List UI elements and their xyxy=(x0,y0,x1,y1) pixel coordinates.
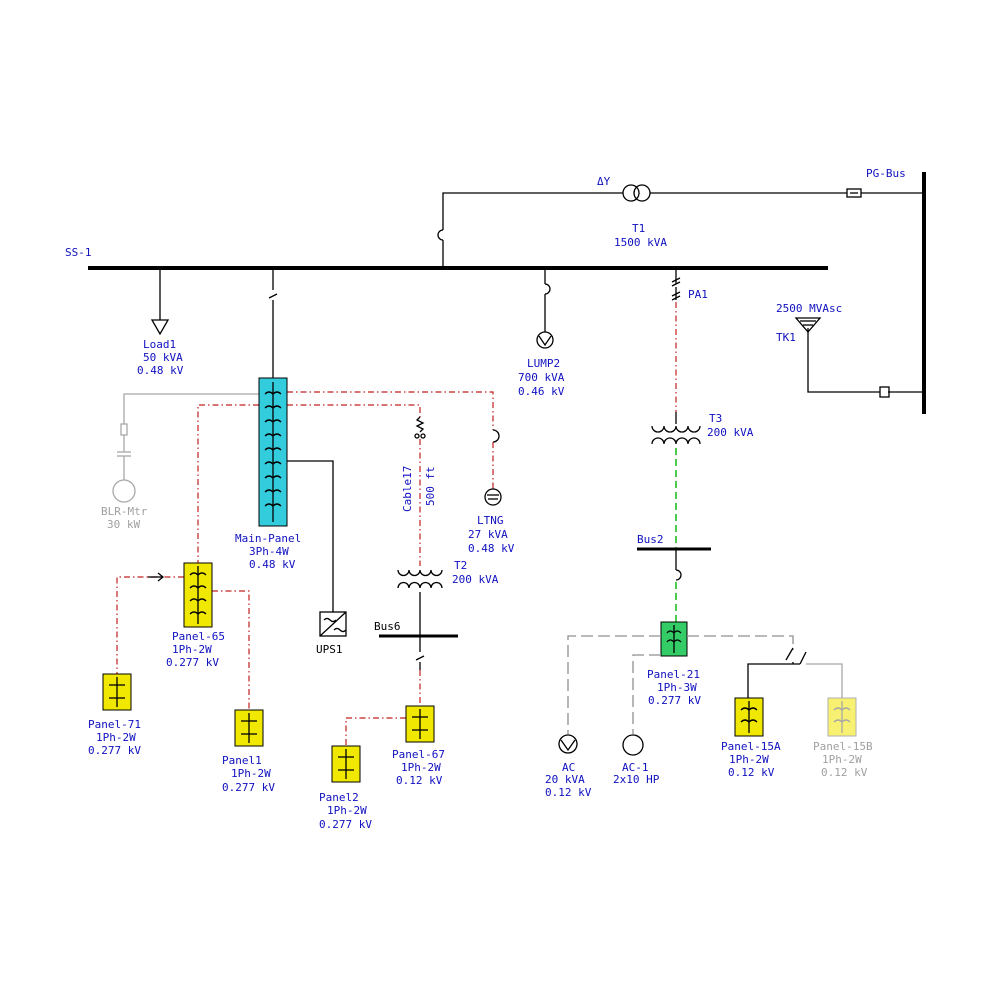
panel21-phase: 1Ph-3W xyxy=(657,681,697,694)
panel2-voltage: 0.277 kV xyxy=(319,818,372,831)
transformer-t1[interactable] xyxy=(437,184,924,268)
ac1-name: AC-1 xyxy=(622,761,649,774)
switch-panel15[interactable] xyxy=(747,647,843,698)
cable17-name: Cable17 xyxy=(401,466,414,512)
panel1-voltage: 0.277 kV xyxy=(222,781,275,794)
ltng-rating: 27 kVA xyxy=(468,528,508,541)
main-panel-phase: 3Ph-4W xyxy=(249,545,289,558)
cable17[interactable] xyxy=(414,416,426,566)
panel71-name: Panel-71 xyxy=(88,718,141,731)
panel2-name: Panel2 xyxy=(319,791,359,804)
main-panel-name: Main-Panel xyxy=(235,532,301,545)
panel-15b-breakers-icon xyxy=(833,701,851,733)
load-arrow-icon xyxy=(150,319,170,336)
utility-icon xyxy=(794,317,822,333)
panel15a-phase: 1Ph-2W xyxy=(729,753,769,766)
panel67-voltage: 0.12 kV xyxy=(396,774,443,787)
panel65-name: Panel-65 xyxy=(172,630,225,643)
blr-mtr-rating: 30 kW xyxy=(107,518,140,531)
motor-icon xyxy=(112,479,136,503)
cable17-length: 500 ft xyxy=(424,466,437,506)
panel21-feeders xyxy=(567,635,794,734)
t1-name-label: T1 xyxy=(632,222,645,235)
bus6-label: Bus6 xyxy=(374,620,401,633)
panel65-phase: 1Ph-2W xyxy=(172,643,212,656)
panel-2-breakers-icon xyxy=(338,749,354,779)
panel65-feeders xyxy=(116,576,250,710)
t1-winding-label: ΔY xyxy=(597,175,611,188)
panel15b-voltage: 0.12 kV xyxy=(821,766,868,779)
load1-voltage: 0.48 kV xyxy=(137,364,184,377)
ltng-voltage: 0.48 kV xyxy=(468,542,515,555)
transformer-t2[interactable] xyxy=(397,569,443,636)
tk1-rating-label: 2500 MVAsc xyxy=(776,302,842,315)
panel1-phase: 1Ph-2W xyxy=(231,767,271,780)
tk1-name-label: TK1 xyxy=(776,331,796,344)
panel-21-breakers-icon xyxy=(666,625,682,653)
main-panel-voltage: 0.48 kV xyxy=(249,558,296,571)
ac-load[interactable] xyxy=(558,734,578,754)
feeder-panel21[interactable] xyxy=(675,549,682,622)
panel21-name: Panel-21 xyxy=(647,668,700,681)
switch-panel71[interactable] xyxy=(148,572,165,582)
t3-name: T3 xyxy=(709,412,722,425)
panel65-voltage: 0.277 kV xyxy=(166,656,219,669)
bus-ss1-label: SS-1 xyxy=(65,246,92,259)
pa1-label: PA1 xyxy=(688,288,708,301)
panel67-phase: 1Ph-2W xyxy=(401,761,441,774)
panel15a-name: Panel-15A xyxy=(721,740,781,753)
lump2[interactable] xyxy=(536,268,554,349)
transformer-t3[interactable] xyxy=(651,412,701,549)
t2-name: T2 xyxy=(454,559,467,572)
t3-rating: 200 kVA xyxy=(707,426,754,439)
blr-mtr-name: BLR-Mtr xyxy=(101,505,148,518)
blr-mtr[interactable] xyxy=(112,393,259,503)
panel71-voltage: 0.277 kV xyxy=(88,744,141,757)
feeder-pa1[interactable] xyxy=(671,268,681,412)
ac1-rating: 2x10 HP xyxy=(613,773,660,786)
panel67-name: Panel-67 xyxy=(392,748,445,761)
bus2-label: Bus2 xyxy=(637,533,664,546)
panel21-voltage: 0.277 kV xyxy=(648,694,701,707)
breaker-icon xyxy=(879,386,890,398)
ac-voltage: 0.12 kV xyxy=(545,786,592,799)
feeder-main-panel[interactable] xyxy=(268,268,278,378)
load1[interactable] xyxy=(150,268,170,336)
panel-67-breakers-icon xyxy=(412,709,428,739)
lump2-voltage: 0.46 kV xyxy=(518,385,565,398)
panel-1-breakers-icon xyxy=(241,713,257,743)
ups1-label: UPS1 xyxy=(316,643,343,656)
ups-icon xyxy=(319,611,347,637)
panel-65-breakers-icon xyxy=(189,566,207,624)
ac-rating: 20 kVA xyxy=(545,773,585,786)
t2-rating: 200 kVA xyxy=(452,573,499,586)
feeder-panel67[interactable] xyxy=(345,636,425,746)
load1-name: Load1 xyxy=(143,338,176,351)
lumped-load-icon xyxy=(536,331,554,349)
bus-pg-label: PG-Bus xyxy=(866,167,906,180)
panel15b-name: Panel-15B xyxy=(813,740,873,753)
panel2-phase: 1Ph-2W xyxy=(327,804,367,817)
lump2-name: LUMP2 xyxy=(527,357,560,370)
lighting-load-icon xyxy=(484,488,502,506)
ac1-motor[interactable] xyxy=(622,734,644,756)
panel-15a-breakers-icon xyxy=(740,701,758,733)
ltng[interactable] xyxy=(484,429,502,506)
t1-rating-label: 1500 kVA xyxy=(614,236,667,249)
panel15a-voltage: 0.12 kV xyxy=(728,766,775,779)
ltng-name: LTNG xyxy=(477,514,504,527)
panel-71-breakers-icon xyxy=(109,677,125,707)
main-panel-feeders xyxy=(197,391,494,565)
panel71-phase: 1Ph-2W xyxy=(96,731,136,744)
ac-name: AC xyxy=(562,761,575,774)
panel1-name: Panel1 xyxy=(222,754,262,767)
ups1[interactable] xyxy=(287,460,347,637)
lump2-rating: 700 kVA xyxy=(518,371,565,384)
utility-tk1[interactable] xyxy=(794,317,924,398)
panel15b-phase: 1Ph-2W xyxy=(822,753,862,766)
load1-rating: 50 kVA xyxy=(143,351,183,364)
main-panel-breakers-icon xyxy=(264,382,282,522)
